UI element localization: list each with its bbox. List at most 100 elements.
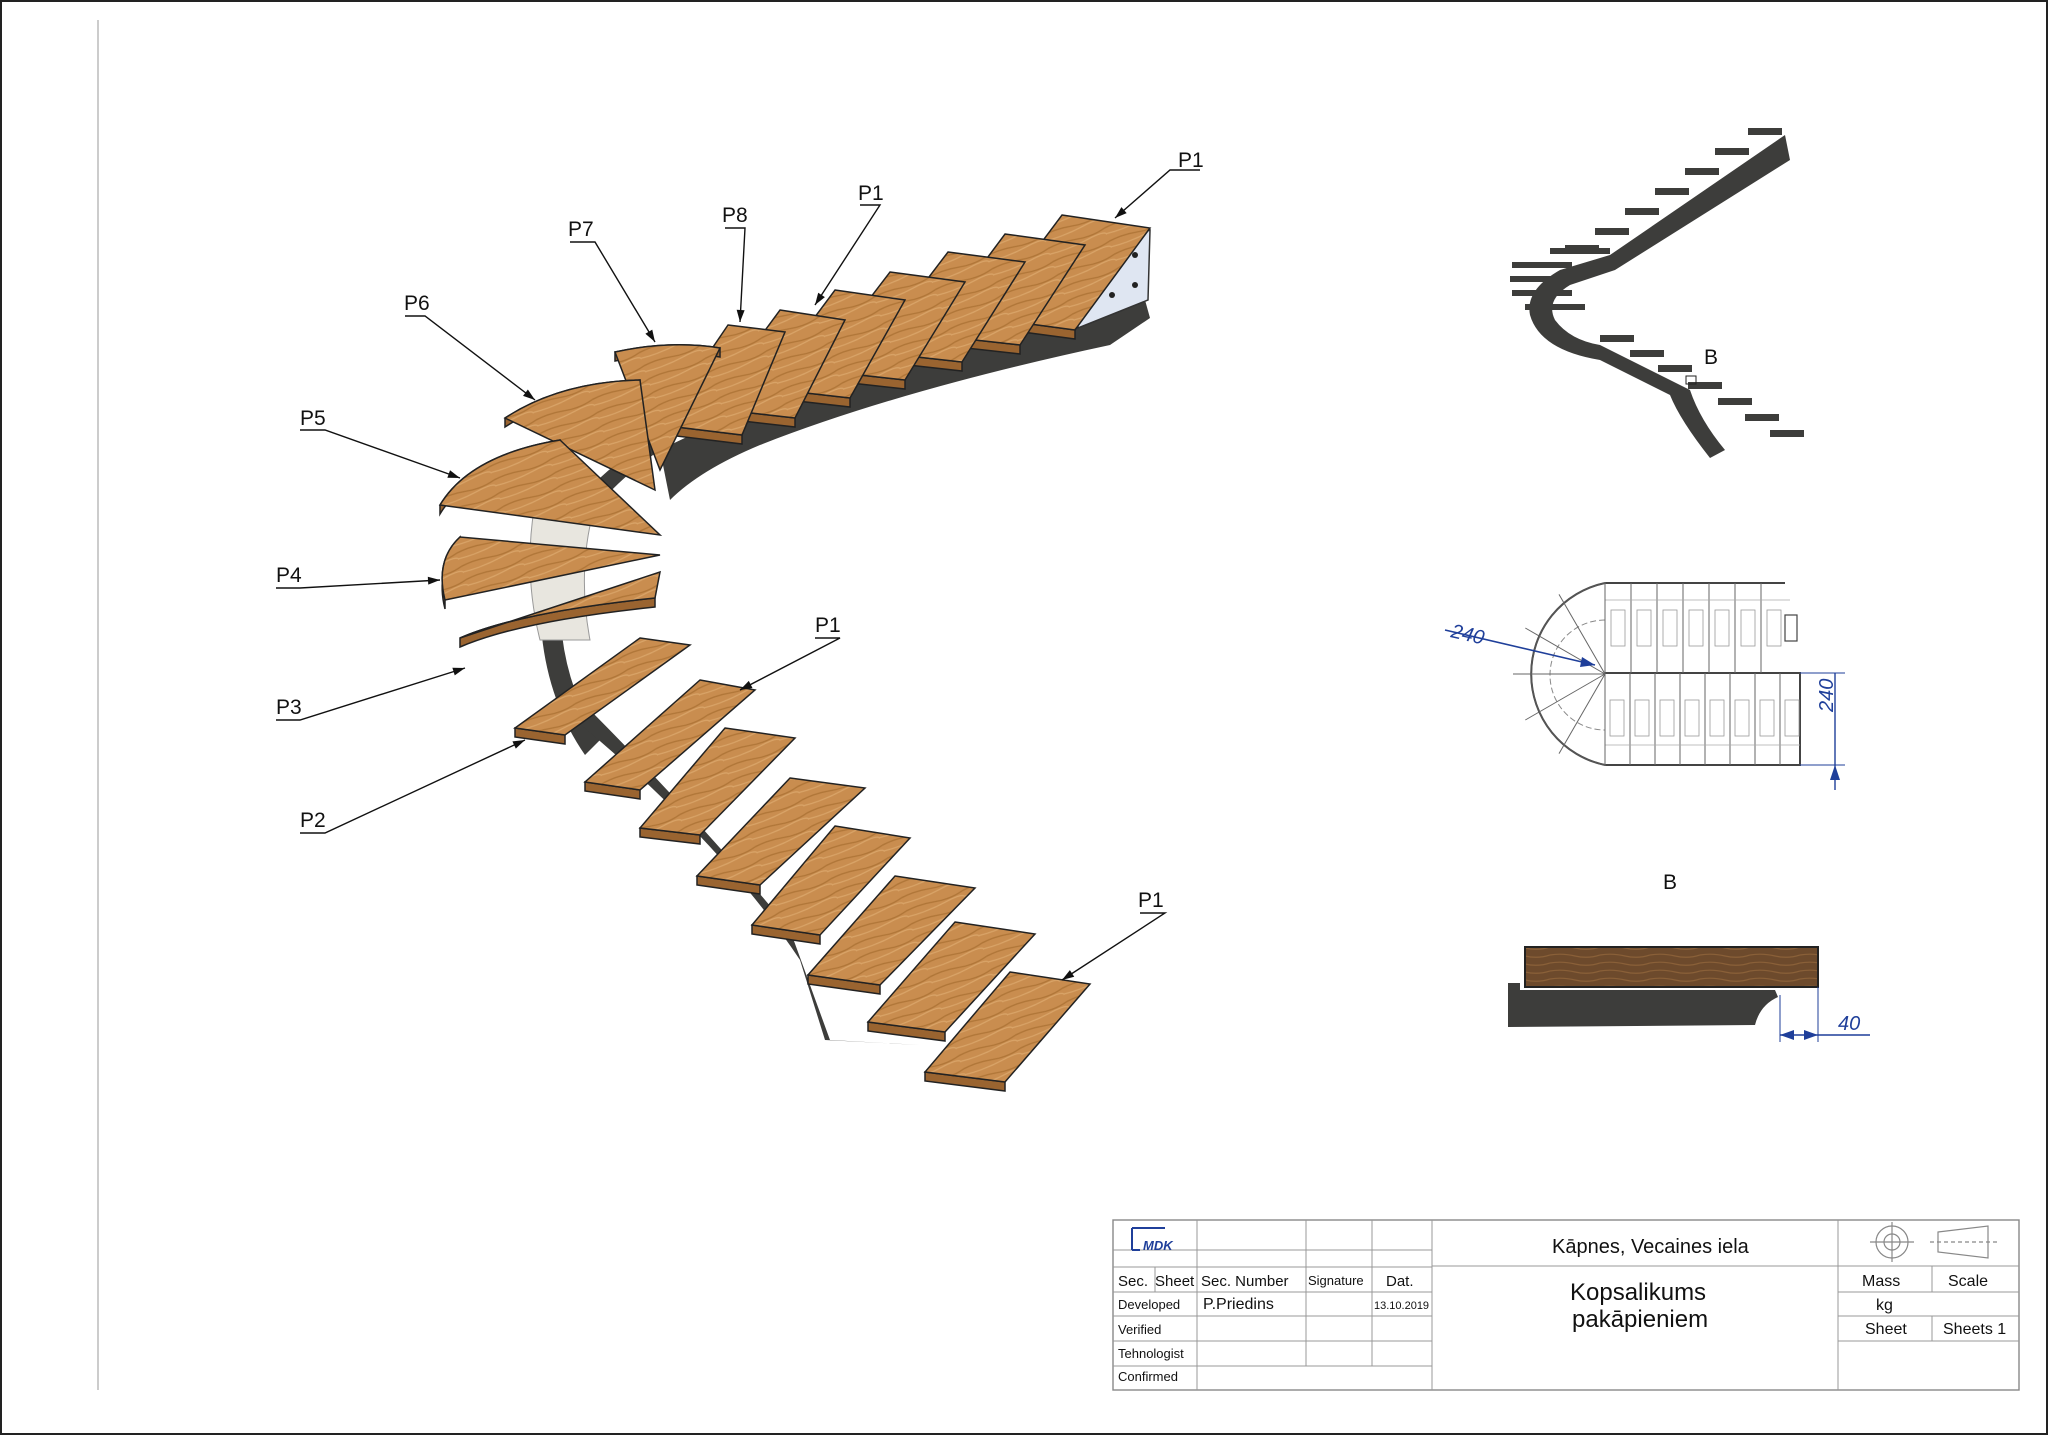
side-step-lower-6 <box>1745 414 1779 421</box>
sheets-value: Sheets 1 <box>1943 1321 2006 1338</box>
mass-label: Mass <box>1862 1273 1900 1290</box>
row-confirmed: Confirmed <box>1118 1369 1178 1384</box>
leader-p1-upper <box>814 204 882 306</box>
tread-lower-4 <box>695 777 867 886</box>
side-step-lower-3 <box>1658 365 1692 372</box>
leader-p8-arrow <box>736 309 745 322</box>
dim-width-text: 240 <box>1816 679 1838 713</box>
title-block: MDK Kāpnes, Vecaines iela Kopsalikums pa… <box>1112 1219 2020 1391</box>
leader-p3 <box>276 667 466 721</box>
leader-p1-mid <box>739 637 841 691</box>
col-sec-number: Sec. Number <box>1201 1273 1289 1290</box>
leader-p1-bottom-arrow <box>1062 970 1075 980</box>
side-step-winder-4 <box>1512 290 1572 296</box>
leader-p4 <box>276 579 441 589</box>
dim-radius-line <box>1444 629 1596 666</box>
tread-lower-3 <box>638 727 797 836</box>
leader-p7 <box>570 241 656 343</box>
leader-p6 <box>405 315 536 401</box>
plan-upper-bracket-4 <box>1688 609 1704 647</box>
label-p8: P8 <box>722 204 748 227</box>
view-b-marker: B <box>1704 346 1718 369</box>
plan-view: 240 240 <box>1444 582 1845 790</box>
sheet-label: Sheet <box>1865 1321 1907 1338</box>
side-step-winder-5 <box>1525 304 1585 310</box>
leader-p5 <box>300 429 461 479</box>
plan-upper-bracket-2 <box>1636 609 1652 647</box>
side-step-upper-4 <box>1655 188 1689 195</box>
side-step-lower-7 <box>1770 430 1804 437</box>
leader-p4-arrow <box>427 576 440 585</box>
side-step-winder-1 <box>1550 248 1610 254</box>
detail-b-title: B <box>1663 871 1677 894</box>
drawing-title-line2: pakāpieniem <box>1572 1306 1708 1333</box>
detail-b-dim-arrow-l <box>1780 1030 1794 1040</box>
plan-winder-radial-6 <box>1558 673 1606 754</box>
company-logo-text: MDK <box>1143 1238 1174 1253</box>
label-p2: P2 <box>300 809 326 832</box>
row-developed: Developed <box>1118 1297 1180 1312</box>
side-step-lower-4 <box>1688 382 1722 389</box>
plan-winder-radial-3 <box>1525 627 1606 675</box>
plan-end-plate <box>1784 614 1798 642</box>
col-sec: Sec. <box>1118 1273 1148 1290</box>
title-block-grid <box>1113 1220 2019 1390</box>
plan-upper-bracket-1 <box>1610 609 1626 647</box>
leader-p6-arrow <box>523 389 535 400</box>
label-p1-top: P1 <box>1178 149 1204 172</box>
side-step-winder-2 <box>1512 262 1572 268</box>
plan-winder-radial-2 <box>1558 594 1606 675</box>
side-step-upper-3 <box>1685 168 1719 175</box>
plan-upper-bracket-7 <box>1766 609 1782 647</box>
projection-symbol-icon <box>1870 1222 1998 1262</box>
label-p1-bottom: P1 <box>1138 889 1164 912</box>
plan-winder-radial-5 <box>1525 673 1606 721</box>
plan-lower-bracket-3 <box>1659 699 1675 737</box>
developed-date: 13.10.2019 <box>1374 1300 1429 1312</box>
leader-p1-top-arrow <box>1115 207 1127 218</box>
side-step-upper-5 <box>1625 208 1659 215</box>
row-verified: Verified <box>1118 1322 1161 1337</box>
tread-lower-2 <box>583 679 757 791</box>
leader-p5-arrow <box>447 470 460 478</box>
plan-lower-bracket-1 <box>1609 699 1625 737</box>
plan-lower-bracket-7 <box>1759 699 1775 737</box>
developer-name: P.Priedins <box>1203 1296 1274 1313</box>
side-step-lower-5 <box>1718 398 1752 405</box>
dim-width-arrow <box>1830 765 1840 780</box>
plan-tread-grid <box>1513 582 1800 766</box>
detail-b-dim-arrow-r <box>1804 1030 1818 1040</box>
tread-lower-5 <box>750 825 912 936</box>
leader-p1-mid-arrow <box>740 680 753 690</box>
tread-winder-p7 <box>613 344 722 472</box>
detail-b-tread <box>1524 946 1819 988</box>
view-b-marker-box <box>1685 375 1697 385</box>
stringer-upper <box>660 300 1150 500</box>
side-step-upper-1 <box>1748 128 1782 135</box>
dim-radius-text: 240 <box>1448 620 1486 649</box>
leader-p1-bottom <box>1061 912 1168 981</box>
side-steps <box>1510 128 1804 437</box>
plan-lower-bracket-2 <box>1634 699 1650 737</box>
plan-upper-bracket-6 <box>1740 609 1756 647</box>
tread-winder-p4 <box>441 536 661 601</box>
plan-lower-bracket-4 <box>1684 699 1700 737</box>
plan-upper-bracket-3 <box>1662 609 1678 647</box>
drawing-title-line1: Kopsalikums <box>1570 1279 1706 1306</box>
leader-p2 <box>300 739 526 834</box>
col-sheet: Sheet <box>1155 1273 1195 1290</box>
side-step-lower-1 <box>1600 335 1634 342</box>
tread-lower-7 <box>866 921 1037 1033</box>
tread-lower-6 <box>806 875 977 986</box>
label-p1-mid: P1 <box>815 614 841 637</box>
side-elevation-view: B <box>1510 128 1804 458</box>
label-p4: P4 <box>276 564 302 587</box>
tread-lower-1 <box>513 637 692 736</box>
label-p5: P5 <box>300 407 326 430</box>
leader-p3-arrow <box>452 667 465 676</box>
detail-b-dim-text: 40 <box>1838 1013 1860 1035</box>
label-p6: P6 <box>404 292 430 315</box>
tread-winder-p3 <box>459 570 661 639</box>
leader-p7-arrow <box>645 329 655 342</box>
